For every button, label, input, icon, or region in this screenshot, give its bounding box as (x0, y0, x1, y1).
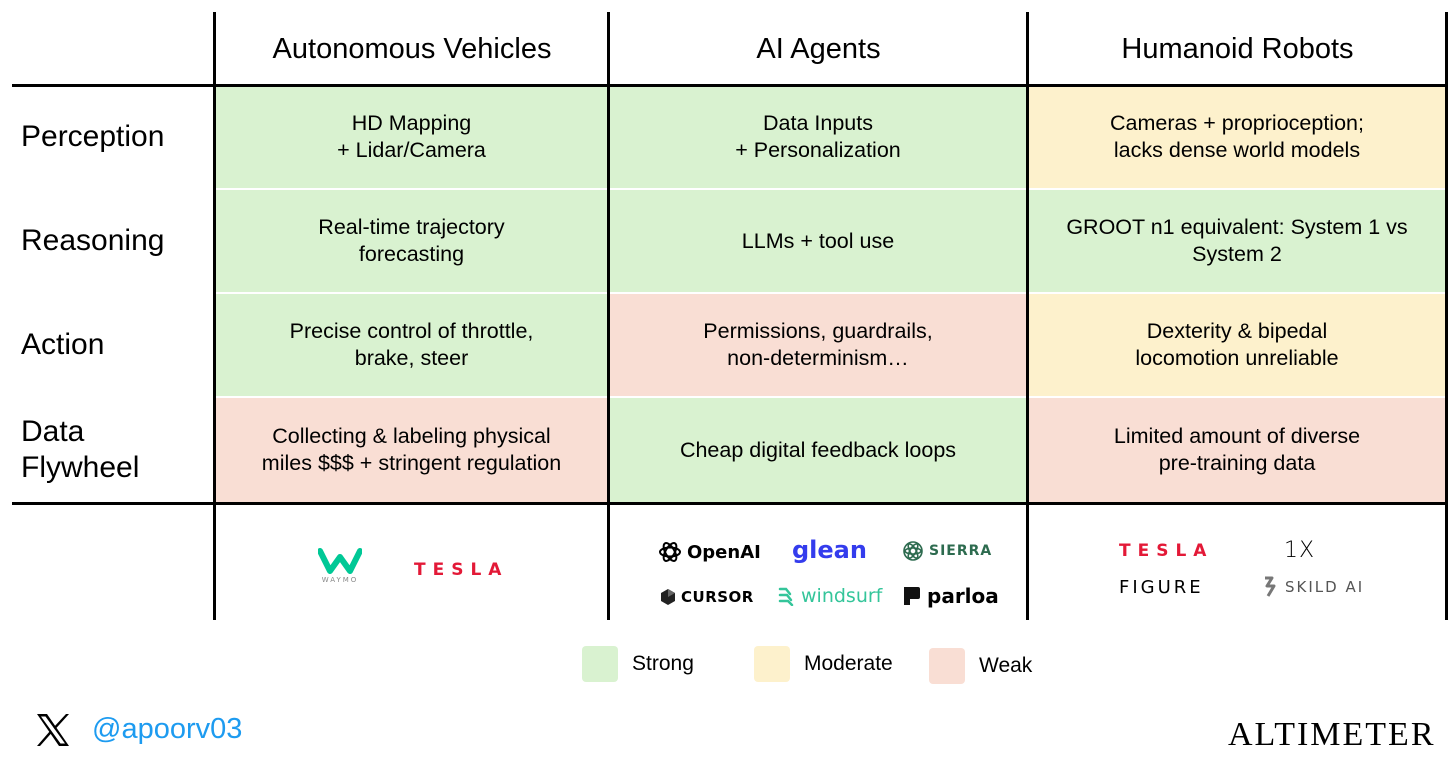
legend-label: Strong (632, 652, 694, 675)
rating-cell: Cheap digital feedback loops (610, 398, 1026, 502)
legend-swatch (754, 646, 790, 682)
sierra-logo: SIERRA (902, 540, 992, 562)
glean-wordmark: glean (792, 536, 867, 564)
skild-wordmark: SKILD AI (1285, 578, 1365, 596)
column-divider-4 (1445, 12, 1448, 620)
row-header-perception: Perception (21, 120, 165, 153)
windsurf-wordmark: windsurf (801, 585, 883, 607)
column-header-autonomous-vehicles: Autonomous Vehicles (272, 32, 552, 65)
legend-label: Weak (979, 654, 1033, 677)
skild-logo: SKILD AI (1262, 576, 1364, 598)
column-divider-1 (213, 12, 216, 620)
rating-cell: Permissions, guardrails, non-determinism… (610, 294, 1026, 396)
onex-logo: 1X (1284, 538, 1315, 563)
rating-cell: GROOT n1 equivalent: System 1 vs System … (1029, 190, 1445, 292)
parloa-logo: parloa (902, 584, 999, 608)
openai-logo: OpenAI (658, 540, 761, 564)
openai-icon (659, 542, 681, 562)
column-header-humanoid-robots: Humanoid Robots (1121, 32, 1354, 65)
row-header-data-flywheel: Data Flywheel (21, 415, 140, 484)
legend-item: Moderate (754, 646, 893, 682)
figure-wordmark: FIGURE (1119, 577, 1204, 598)
legend-item: Strong (582, 646, 694, 682)
column-divider-2 (607, 12, 610, 620)
rating-cell: Precise control of throttle, brake, stee… (216, 294, 607, 396)
tesla-logo-av: TESLA (414, 560, 508, 580)
column-header-ai-agents: AI Agents (756, 32, 881, 65)
legend-item: Weak (929, 648, 1032, 684)
rating-cell: HD Mapping + Lidar/Camera (216, 86, 607, 188)
windsurf-icon (778, 587, 794, 606)
rating-cell: Limited amount of diverse pre-training d… (1029, 398, 1445, 502)
legend-swatch (582, 646, 618, 682)
openai-wordmark: OpenAI (687, 541, 761, 563)
x-logo-icon (37, 714, 69, 746)
row-header-action: Action (21, 328, 105, 361)
glean-logo: glean (792, 536, 867, 564)
tesla-logo-humanoid: TESLA (1119, 541, 1213, 561)
sierra-icon (903, 541, 923, 561)
altimeter-brand: ALTIMETER (1228, 716, 1436, 753)
logos-divider (12, 502, 1446, 505)
column-divider-3 (1026, 12, 1029, 620)
parloa-icon (904, 587, 920, 605)
rating-cell: Cameras + proprioception; lacks dense wo… (1029, 86, 1445, 188)
twitter-handle[interactable]: @apoorv03 (92, 713, 243, 745)
legend-swatch (929, 648, 965, 684)
waymo-icon (318, 548, 362, 574)
figure-logo: FIGURE (1119, 577, 1204, 598)
rating-cell: Collecting & labeling physical miles $$$… (216, 398, 607, 502)
legend-label: Moderate (804, 652, 893, 675)
parloa-wordmark: parloa (927, 584, 999, 608)
tesla-wordmark: TESLA (1119, 541, 1214, 561)
sierra-wordmark: SIERRA (929, 543, 993, 559)
rating-cell: LLMs + tool use (610, 190, 1026, 292)
cursor-icon (661, 589, 675, 605)
waymo-logo: WAYMO (318, 548, 362, 584)
waymo-label: WAYMO (321, 576, 359, 584)
skild-icon (1265, 576, 1276, 597)
rating-cell: Real-time trajectory forecasting (216, 190, 607, 292)
header-divider (12, 84, 1446, 87)
rating-cell: Data Inputs + Personalization (610, 86, 1026, 188)
tesla-wordmark: TESLA (414, 560, 509, 580)
x-logo (34, 711, 72, 749)
onex-wordmark: 1X (1284, 538, 1316, 563)
cursor-wordmark: CURSOR (681, 588, 754, 606)
windsurf-logo: windsurf (778, 585, 882, 607)
rating-cell: Dexterity & bipedal locomotion unreliabl… (1029, 294, 1445, 396)
row-header-reasoning: Reasoning (21, 224, 165, 257)
cursor-logo: CURSOR (660, 588, 754, 606)
